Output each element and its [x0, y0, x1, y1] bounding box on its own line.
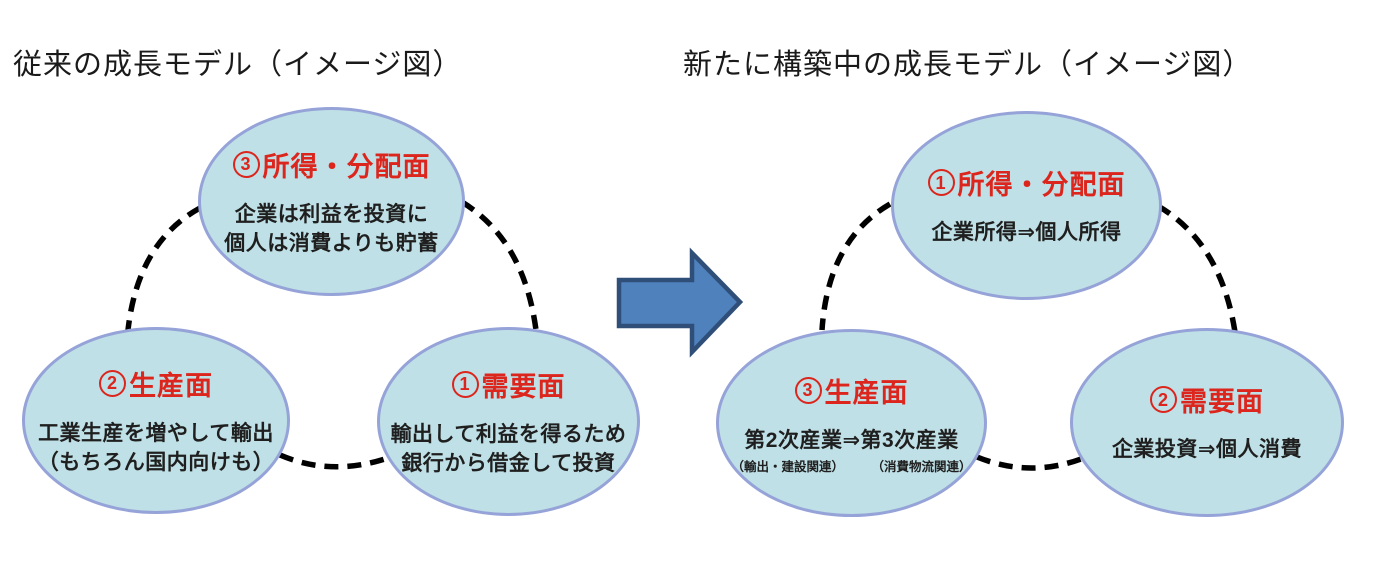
- dashed-arc-new-bottom: [975, 454, 1082, 471]
- node-old-demand: 1 需要面 輸出して利益を得るため 銀行から借金して投資: [377, 327, 640, 516]
- node-heading: 1 需要面: [451, 365, 566, 404]
- node-heading: 3 所得・分配面: [232, 145, 431, 184]
- node-old-production: 2 生産面 工業生産を増やして輸出 （もちろん国内向けも）: [22, 327, 290, 514]
- node-heading-label: 需要面: [1180, 387, 1264, 418]
- node-heading: 3 生産面: [794, 371, 909, 410]
- node-body-line: 第2次産業⇒第3次産業: [744, 428, 959, 452]
- node-heading-label: 所得・分配面: [262, 151, 431, 182]
- circled-number-icon: 1: [451, 370, 479, 398]
- node-heading-label: 生産面: [129, 370, 213, 401]
- dashed-arc-old-bottom: [278, 452, 389, 470]
- dashed-arc-old-left: [125, 205, 202, 331]
- node-body-line: 銀行から借金して投資: [401, 452, 616, 475]
- node-heading-label: 生産面: [824, 377, 909, 408]
- circled-number-icon: 3: [232, 150, 260, 178]
- node-body-line: 工業生産を増やして輸出: [38, 421, 274, 445]
- node-subnotes: （輸出・建設関連） （消費物流関連）: [732, 456, 972, 475]
- node-body-line: 輸出して利益を得るため: [390, 422, 627, 446]
- circled-number-icon: 1: [927, 169, 955, 197]
- node-subnote: （輸出・建設関連）: [731, 460, 845, 475]
- node-new-production: 3 生産面 第2次産業⇒第3次産業 （輸出・建設関連） （消費物流関連）: [716, 329, 987, 517]
- dashed-arc-new-right: [1156, 203, 1238, 333]
- node-new-demand: 2 需要面 企業投資⇒個人消費: [1070, 328, 1344, 517]
- node-body-line: 企業は利益を投資に: [234, 202, 429, 226]
- new-model-title: 新たに構築中の成長モデル（イメージ図）: [683, 49, 1253, 81]
- dashed-arc-new-left: [819, 201, 892, 331]
- old-model-title: 従来の成長モデル（イメージ図）: [13, 49, 463, 81]
- node-heading-label: 需要面: [481, 371, 566, 402]
- node-body-line: 企業所得⇒個人所得: [931, 221, 1122, 245]
- node-body-line: 個人は消費よりも貯蓄: [224, 232, 439, 255]
- dashed-arc-old-right: [460, 199, 539, 331]
- node-new-income-distribution: 1 所得・分配面 企業所得⇒個人所得: [891, 111, 1162, 300]
- node-body-line: 企業投資⇒個人消費: [1111, 438, 1303, 462]
- circled-number-icon: 2: [99, 369, 126, 397]
- node-body-line: （もちろん国内向けも）: [37, 451, 275, 474]
- node-heading: 2 生産面: [99, 364, 213, 403]
- circled-number-icon: 2: [1150, 386, 1177, 414]
- node-subnote: （消費物流関連）: [871, 460, 972, 475]
- circled-number-icon: 3: [794, 376, 822, 404]
- node-heading: 1 所得・分配面: [927, 163, 1126, 202]
- transition-arrow-icon: [616, 247, 744, 358]
- node-old-income-distribution: 3 所得・分配面 企業は利益を投資に 個人は消費よりも貯蓄: [198, 107, 465, 296]
- node-heading: 2 需要面: [1150, 380, 1264, 419]
- node-heading-label: 所得・分配面: [957, 170, 1126, 201]
